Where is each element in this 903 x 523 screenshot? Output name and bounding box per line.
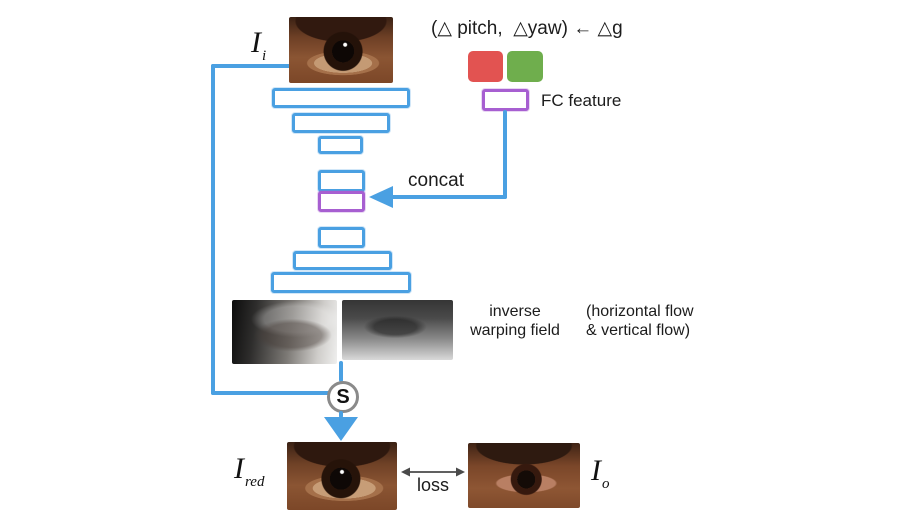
delta-yaw-swatch [507, 51, 543, 82]
inverse-warping-field-caption-line2: warping field [470, 322, 560, 339]
flow-components-caption: (horizontal flow & vertical flow) [586, 302, 720, 340]
encoder-layer-1-box [272, 88, 410, 108]
horizontal-flow-field-image [232, 300, 337, 364]
input-image-label-base: I [251, 26, 261, 59]
fc-feature-label: FC feature [541, 91, 622, 110]
fc-feature-box [482, 89, 529, 111]
loss-label: loss [416, 475, 449, 495]
inverse-warping-field-caption-line1: inverse [489, 303, 541, 320]
redirected-image-label-base: I [234, 452, 244, 485]
input-image-label-subscript: i [262, 48, 267, 64]
flow-components-caption-line2: & vertical flow) [586, 322, 691, 339]
loss-arrow-icon [401, 467, 465, 477]
skip-connection-line-top [211, 64, 291, 68]
decoder-layer-1-box [318, 227, 365, 248]
concat-arrow-icon [369, 186, 393, 208]
target-image-label-subscript: o [602, 476, 610, 492]
redirected-image-label-subscript: red [245, 474, 265, 490]
vertical-flow-field-image [342, 300, 453, 360]
redirected-eye-image [287, 442, 397, 510]
fc-connector-line-horizontal [391, 195, 507, 199]
skip-connection-line-bottom [211, 391, 331, 395]
concat-label: concat [408, 170, 464, 191]
bottleneck-feature-box [318, 170, 365, 192]
inverse-warping-field-caption: inverse warping field [452, 302, 578, 340]
skip-connection-line-vertical [211, 64, 215, 395]
flow-components-caption-line1: (horizontal flow [586, 303, 694, 320]
flow-to-sampler-line [339, 361, 343, 382]
sampler-arrow-icon [324, 417, 358, 441]
decoder-layer-2-box [293, 251, 392, 270]
sampler-node: S [327, 381, 359, 413]
encoder-layer-2-box [292, 113, 390, 133]
input-image-label: Ii [251, 26, 266, 64]
fc-connector-line-vertical [503, 110, 507, 199]
input-eye-image [289, 17, 393, 83]
sampler-output-line [339, 411, 343, 418]
decoder-layer-3-box [271, 272, 411, 293]
sampler-node-label: S [336, 385, 350, 408]
target-image-label: Io [591, 454, 610, 492]
target-image-label-base: I [591, 454, 601, 487]
concatenated-fc-feature-box [318, 191, 365, 212]
redirected-image-label: Ired [234, 452, 264, 490]
target-eye-image [468, 443, 580, 508]
encoder-layer-3-box [318, 136, 363, 154]
delta-pitch-swatch [468, 51, 503, 82]
gaze-difference-formula: (△ pitch, △yaw) ← △g [431, 18, 623, 39]
